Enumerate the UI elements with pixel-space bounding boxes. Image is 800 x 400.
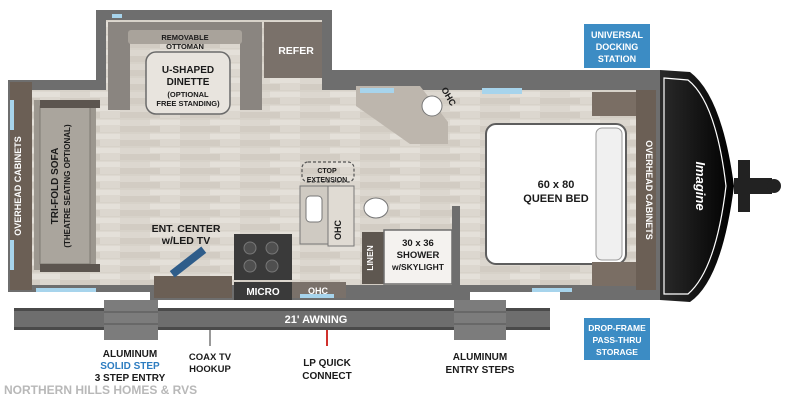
overhead-cabinets-rear xyxy=(10,82,32,290)
dinette-table xyxy=(145,51,231,115)
docking-label-3: STATION xyxy=(598,54,636,64)
dinette xyxy=(108,22,262,115)
sofa-label-1: TRI-FOLD SOFA xyxy=(50,148,61,225)
countertop-extension xyxy=(301,161,355,183)
shower-label-3: w/SKYLIGHT xyxy=(391,262,445,272)
window xyxy=(360,88,394,93)
dinette-note-2: FREE STANDING) xyxy=(156,99,220,108)
queen-bed-label-1: 60 x 80 xyxy=(538,179,575,191)
shower xyxy=(383,229,453,285)
solid-step-label-1: ALUMINUM xyxy=(103,349,157,360)
storage-label-3: STORAGE xyxy=(596,347,638,357)
microwave xyxy=(234,282,292,300)
entry-steps-label-1: ALUMINUM xyxy=(453,352,507,363)
bedroom xyxy=(485,90,656,290)
rear-wall xyxy=(10,82,100,290)
queen-bed-label-2: QUEEN BED xyxy=(523,193,588,205)
docking-callout-box xyxy=(584,24,650,68)
solid-step-label-3: 3 STEP ENTRY xyxy=(95,373,166,384)
docking-label-2: DOCKING xyxy=(596,42,639,52)
lp-label-2: CONNECT xyxy=(302,371,351,382)
coax-label-2: HOOKUP xyxy=(189,364,231,375)
kitchen-bath xyxy=(154,161,460,300)
awning-label: 21' AWNING xyxy=(285,314,348,326)
overhead-cabinets-front-label: OVERHEAD CABINETS xyxy=(644,140,654,240)
solid-step-entry xyxy=(104,300,158,340)
shower-label-1: 30 x 36 xyxy=(402,238,434,249)
removable-ottoman-label-2: OTTOMAN xyxy=(166,42,204,51)
dinette-label-1: U-SHAPED xyxy=(162,65,214,76)
front-cap xyxy=(660,70,781,302)
removable-ottoman-label-1: REMOVABLE xyxy=(161,33,208,42)
linen-cabinet xyxy=(362,232,384,284)
ent-center-label-2: w/LED TV xyxy=(161,235,210,247)
queen-bed xyxy=(485,123,627,265)
brand-logo: Imagine xyxy=(693,161,708,210)
watermark: NORTHERN HILLS HOMES & RVS xyxy=(4,383,197,397)
solid-step-label-2: SOLID STEP xyxy=(100,361,160,372)
ctop-label-1: CTOP xyxy=(317,168,337,175)
front-bath xyxy=(356,86,522,144)
entertainment-center xyxy=(154,276,232,298)
toilet xyxy=(363,197,389,219)
sofa-label-2: (THEATRE SEATING OPTIONAL) xyxy=(63,124,72,248)
lp-label-1: LP QUICK xyxy=(303,358,351,369)
refer-label: REFER xyxy=(278,45,314,57)
shower-label-2: SHOWER xyxy=(397,250,440,261)
docking-label-1: UNIVERSAL xyxy=(591,30,644,40)
linen-label: LINEN xyxy=(365,245,375,271)
micro-label: MICRO xyxy=(246,287,280,298)
storage-label-1: DROP-FRAME xyxy=(588,323,646,333)
ent-center-label-1: ENT. CENTER xyxy=(152,223,221,235)
dinette-label-2: DINETTE xyxy=(167,77,210,88)
entry-steps-label-2: ENTRY STEPS xyxy=(446,365,515,376)
ohc-kitchen-label: OHC xyxy=(333,220,343,241)
overhead-cabinets-rear-label: OVERHEAD CABINETS xyxy=(13,136,23,236)
storage-label-2: PASS-THRU xyxy=(593,335,642,345)
storage-callout-box xyxy=(584,318,650,360)
led-tv xyxy=(169,246,207,278)
window xyxy=(482,88,522,94)
windows xyxy=(10,14,572,298)
overhead-cabinets-front xyxy=(636,90,656,290)
dinette-note-1: (OPTIONAL xyxy=(167,90,209,99)
coax-label-1: COAX TV xyxy=(189,352,232,363)
removable-ottoman xyxy=(128,30,242,44)
ohc-micro-label: OHC xyxy=(308,286,329,296)
aluminum-entry-steps xyxy=(454,300,506,340)
ctop-label-2: EXTENSION xyxy=(307,177,347,184)
range xyxy=(234,234,292,280)
kitchen-sink xyxy=(305,195,323,223)
refer xyxy=(264,22,322,78)
